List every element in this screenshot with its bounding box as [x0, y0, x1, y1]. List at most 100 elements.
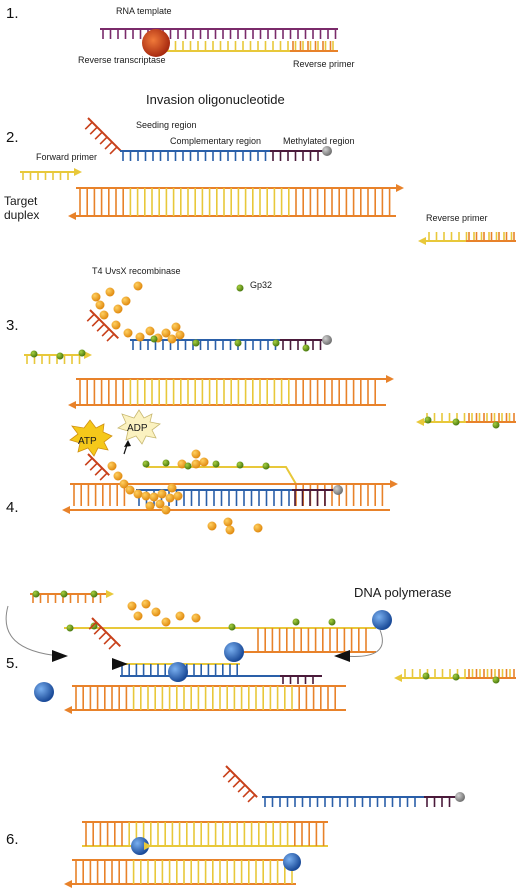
target-step4-bottom-arrow [62, 506, 70, 514]
uvsx-protein [149, 492, 159, 502]
seeding-region-step5-base [88, 621, 97, 630]
displaced-strand-step4 [146, 466, 390, 485]
gp32-protein [236, 284, 244, 292]
target-step3-top-arrow [386, 375, 394, 383]
seeding-region-strand-base [94, 131, 103, 140]
step-1-number: 1. [6, 5, 19, 22]
uvsx-protein [135, 332, 145, 342]
uvsx-protein [107, 461, 117, 471]
methylated-cap-step4 [333, 485, 343, 495]
uvsx-protein [223, 517, 233, 527]
gp32-protein [452, 418, 460, 426]
uvsx-protein [225, 525, 235, 535]
gp32-protein [234, 339, 242, 347]
uvsx-protein [191, 459, 201, 469]
step-6-number: 6. [6, 831, 19, 848]
duplex-label: duplex [4, 208, 39, 222]
step-2-number: 2. [6, 129, 19, 146]
forward-primer-step3-arrow [84, 351, 92, 359]
seeding-region-step3-base [101, 328, 110, 337]
atp-burst: ATP [69, 419, 113, 457]
seeding-region-strand-base [104, 141, 113, 150]
atp-label: ATP [78, 436, 97, 447]
seeding-region-step6-base [237, 784, 246, 793]
uvsx-protein [127, 601, 137, 611]
gp32-protein [78, 349, 86, 357]
dna-polymerase-enzyme [168, 662, 188, 682]
seeding-region-step6-base [227, 774, 236, 783]
polymerase-path-curve [343, 629, 383, 657]
gp32-protein [150, 335, 158, 343]
uvsx-protein [157, 489, 167, 499]
seeding-region-strand-base [84, 121, 93, 130]
seeding-region-step4-base [99, 472, 108, 481]
methylated-region-label: Methylated region [283, 136, 355, 146]
seeding-region-step5-base [93, 626, 102, 635]
gp32-protein [66, 624, 74, 632]
dna-polymerase-enzyme [34, 682, 54, 702]
atp-to-adp-arrowhead [124, 440, 131, 447]
seeding-region-step4-base [84, 457, 93, 466]
step-3-number: 3. [6, 317, 19, 334]
uvsx-protein [121, 296, 131, 306]
uvsx-protein [175, 330, 185, 340]
seeding-region-step4-base [94, 467, 103, 476]
uvsx-protein [167, 483, 177, 493]
uvsx-protein [141, 491, 151, 501]
methylated-cap [322, 146, 332, 156]
uvsx-protein [191, 613, 201, 623]
seeding-region-strand-base [89, 126, 98, 135]
uvsx-protein [95, 300, 105, 310]
complementary-region-label: Complementary region [170, 136, 261, 146]
gp32-protein [292, 618, 300, 626]
gp32-protein [212, 460, 220, 468]
methylated-cap-step6 [455, 792, 465, 802]
invasion-oligo-label: Invasion oligonucleotide [146, 92, 285, 107]
displaced-strand-step4-arrow [390, 480, 398, 488]
gp32-protein [60, 590, 68, 598]
seeding-region-step5-base [98, 631, 107, 640]
uvsx-protein [167, 334, 177, 344]
uvsx-label: T4 UvsX recombinase [92, 266, 181, 276]
adp-burst: ADP [117, 409, 161, 445]
reverse-primer-label-step2: Reverse primer [426, 213, 488, 223]
gp32-protein [162, 459, 170, 467]
uvsx-protein [171, 322, 181, 332]
gp32-protein [90, 622, 98, 630]
uvsx-protein [175, 611, 185, 621]
uvsx-protein [161, 505, 171, 515]
seeding-region-label: Seeding region [136, 120, 197, 130]
seeding-region-step6-base [232, 779, 241, 788]
product2-arrow [64, 880, 72, 888]
seeding-region-step5-base [103, 636, 112, 645]
primer-path-curve [5, 605, 61, 657]
seeding-region-step6 [225, 765, 258, 798]
uvsx-protein [151, 607, 161, 617]
uvsx-protein [177, 459, 187, 469]
target-label: Target [4, 194, 38, 208]
step-4-number: 4. [6, 499, 19, 516]
gp32-protein [142, 460, 150, 468]
forward-primer-label: Forward primer [36, 152, 97, 162]
dna-polymerase-enzyme [131, 837, 149, 855]
gp32-protein [422, 672, 430, 680]
gp32-protein [492, 421, 500, 429]
gp32-protein [32, 590, 40, 598]
uvsx-protein [161, 617, 171, 627]
reverse-primer-step2-arrow [418, 237, 426, 245]
uvsx-protein [191, 449, 201, 459]
adp-label: ADP [127, 423, 148, 434]
seeding-region-step5-base [108, 641, 117, 650]
gp32-protein [262, 462, 270, 470]
uvsx-protein [113, 471, 123, 481]
uvsx-protein [145, 326, 155, 336]
gp32-label: Gp32 [250, 280, 272, 290]
uvsx-protein [141, 599, 151, 609]
molecular-components [5, 28, 516, 888]
uvsx-protein [99, 310, 109, 320]
dna-polymerase-enzyme [283, 853, 301, 871]
uvsx-protein [207, 521, 217, 531]
extension-arrowhead [112, 658, 128, 670]
forward-primer-arrow [74, 168, 82, 176]
